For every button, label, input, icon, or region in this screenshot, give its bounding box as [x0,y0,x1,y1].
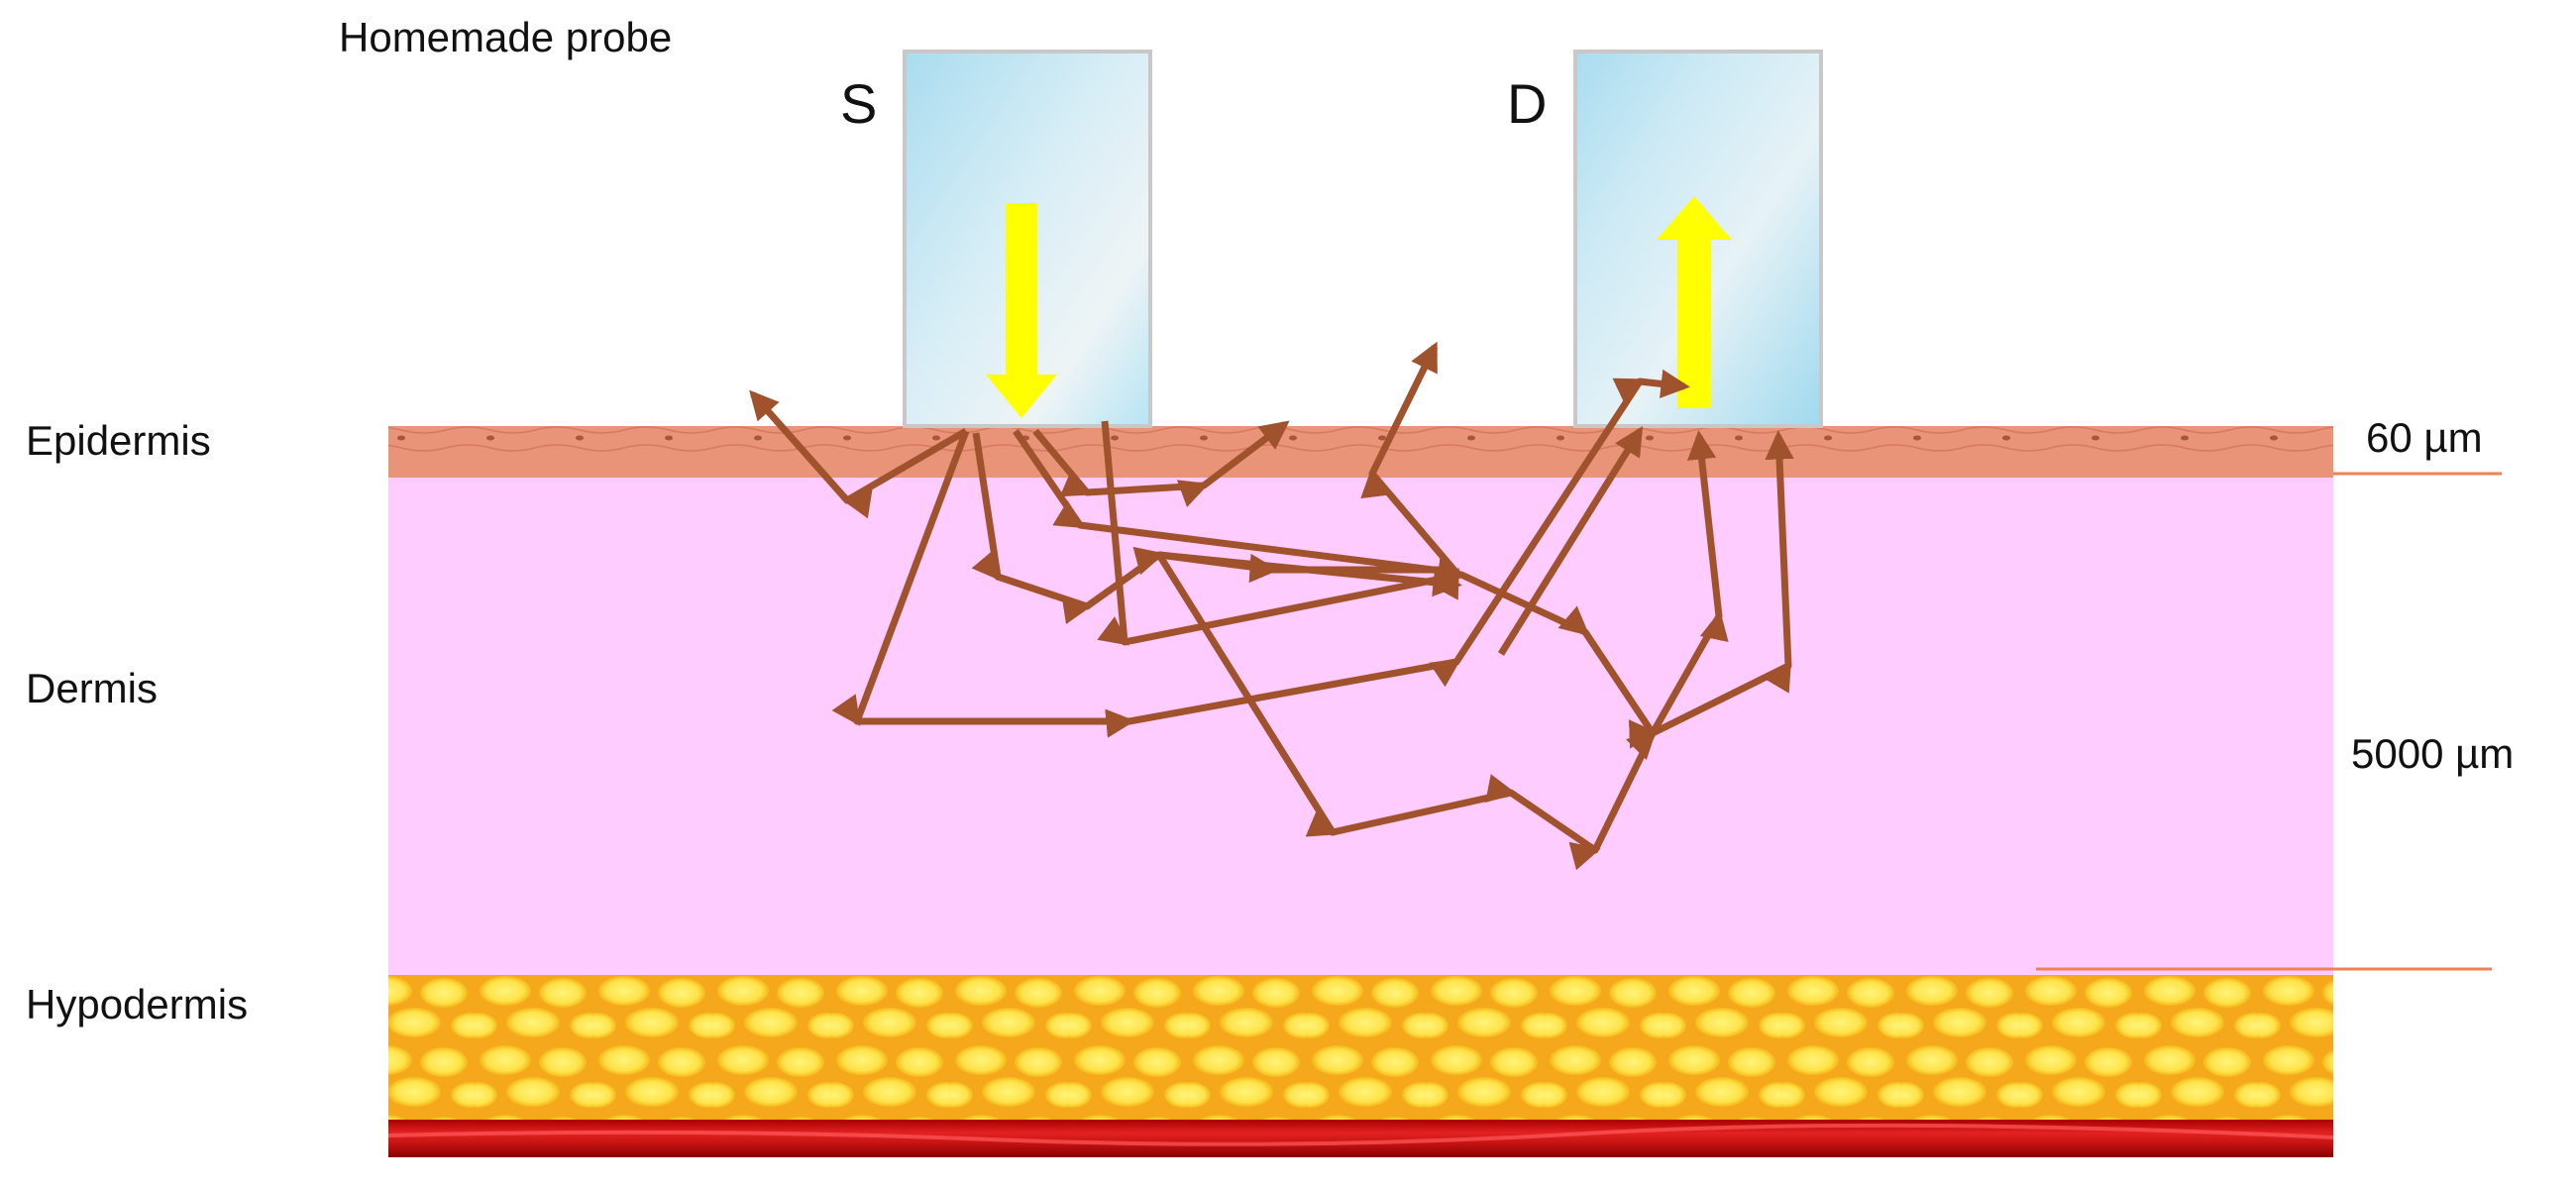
dermis-thickness-label: 5000 µm [2351,730,2515,777]
dermis-layer [388,478,2333,975]
layer-label-hypodermis: Hypodermis [26,981,249,1027]
layer-label-dermis: Dermis [26,665,158,711]
layer-label-epidermis: Epidermis [26,417,211,464]
photon-paths [749,341,1794,871]
blood-vessel-sheen [387,1123,2334,1146]
detector-label: D [1507,72,1548,135]
epidermis-thickness-label: 60 µm [2366,414,2483,461]
source-label: S [840,72,878,135]
probe-title: Homemade probe [339,14,673,60]
hypodermis-layer [388,975,2333,1120]
photon-path [1158,551,1447,584]
epidermis-layer [388,426,2333,478]
photon-path [1498,426,1644,656]
photon-path [1156,430,1794,871]
